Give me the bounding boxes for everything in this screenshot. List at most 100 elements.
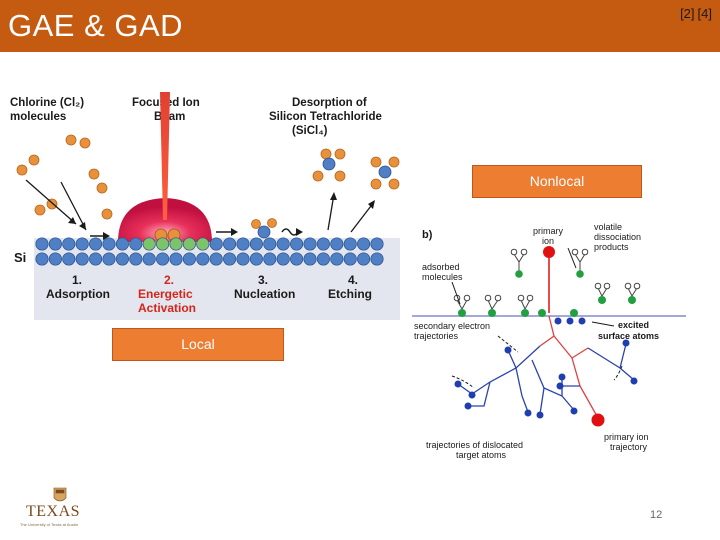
- silicon-atom: [89, 237, 103, 251]
- dislocated-label: trajectories of dislocated: [426, 440, 523, 450]
- silicon-atom: [236, 237, 250, 251]
- silicon-atom: [223, 252, 237, 266]
- desorption-label: Silicon Tetrachloride: [269, 111, 382, 123]
- silicon-atom: [290, 237, 304, 251]
- silicon-atom: [102, 237, 116, 251]
- silicon-atom: [357, 237, 371, 251]
- silicon-label: Si: [14, 250, 26, 265]
- silicon-atom: [156, 252, 170, 266]
- silicon-atom: [156, 237, 170, 251]
- desorption-label: Desorption of: [292, 97, 367, 109]
- university-seal-icon: [53, 487, 67, 502]
- silicon-atom: [169, 237, 183, 251]
- chlorine-molecules: [16, 134, 113, 231]
- silicon-atom: [129, 252, 143, 266]
- silicon-atom: [236, 252, 250, 266]
- university-logo-subtext: The University of Texas at Austin: [20, 522, 78, 527]
- desorbed-sicl4: [312, 148, 400, 233]
- adsorbed-molecules: [456, 253, 638, 310]
- volatile-label: products: [594, 242, 629, 252]
- silicon-atom: [330, 237, 344, 251]
- silicon-atom: [35, 237, 49, 251]
- primary-ion-label: primary: [533, 226, 564, 236]
- excited-atoms-label: surface atoms: [598, 331, 659, 341]
- silicon-atom: [290, 252, 304, 266]
- substrate-panel: [34, 238, 400, 320]
- label-arrows: [451, 247, 615, 327]
- silicon-atom: [370, 237, 384, 251]
- svg-text:Nucleation: Nucleation: [234, 287, 295, 301]
- ion-endpoint: [591, 413, 605, 427]
- silicon-atom: [316, 252, 330, 266]
- silicon-atom: [223, 237, 237, 251]
- adsorbed-label: adsorbed: [422, 262, 460, 272]
- panel-label: b): [422, 229, 433, 241]
- reference-link[interactable]: [4]: [697, 6, 712, 21]
- silicon-atom: [196, 252, 210, 266]
- svg-text:1.: 1.: [72, 273, 82, 287]
- silicon-atom: [276, 252, 290, 266]
- svg-text:Activation: Activation: [138, 301, 196, 315]
- volatile-label: dissociation: [594, 232, 641, 242]
- nucleation-atoms: [251, 218, 277, 239]
- silicon-atom: [115, 237, 129, 251]
- silicon-atom: [75, 252, 89, 266]
- silicon-atom: [182, 237, 196, 251]
- silicon-atom: [303, 252, 317, 266]
- silicon-atom: [102, 252, 116, 266]
- silicon-atom: [263, 237, 277, 251]
- volatile-products: [515, 270, 584, 278]
- beam-label: Beam: [154, 111, 185, 123]
- svg-text:4.: 4.: [348, 273, 358, 287]
- silicon-atom: [75, 237, 89, 251]
- silicon-atom: [129, 237, 143, 251]
- silicon-atom: [343, 237, 357, 251]
- dislocated-atoms: [454, 339, 638, 419]
- reference-link[interactable]: [2]: [680, 6, 695, 21]
- excited-atoms-label: excited: [618, 320, 649, 330]
- adsorbed-label: molecules: [422, 272, 463, 282]
- university-logo-text: TEXAS: [26, 503, 81, 520]
- silicon-atom: [35, 252, 49, 266]
- ion-beam: [118, 92, 212, 242]
- primary-ion-label: ion: [542, 236, 554, 246]
- silicon-atom: [142, 252, 156, 266]
- silicon-atom: [142, 237, 156, 251]
- silicon-atom: [62, 237, 76, 251]
- page-number: 12: [650, 509, 663, 521]
- nonlocal-process-figure: b) primary ion volatile dissociation pro…: [412, 218, 686, 468]
- secondary-electron-paths: [451, 335, 623, 389]
- step-labels: 1. Adsorption 2. Energetic Activation 3.…: [46, 273, 372, 315]
- silicon-atom: [169, 252, 183, 266]
- silicon-atom: [48, 252, 62, 266]
- ion-trajectory-label: trajectory: [610, 442, 648, 452]
- red-cascade: [539, 315, 599, 419]
- svg-text:Adsorption: Adsorption: [46, 287, 110, 301]
- svg-text:2.: 2.: [164, 273, 174, 287]
- surface-atoms: [458, 296, 636, 325]
- silicon-atom: [89, 252, 103, 266]
- chlorine-label: molecules: [10, 111, 66, 123]
- silicon-atom: [196, 237, 210, 251]
- silicon-atom: [263, 252, 277, 266]
- svg-text:Energetic: Energetic: [138, 287, 193, 301]
- svg-text:Etching: Etching: [328, 287, 372, 301]
- secondary-electron-label: trajectories: [414, 331, 459, 341]
- silicon-atom: [370, 252, 384, 266]
- silicon-atom: [343, 252, 357, 266]
- fib-etching-figure: Chlorine (Cl₂) molecules Focused Ion Bea…: [6, 92, 410, 320]
- silicon-atom: [316, 237, 330, 251]
- svg-text:3.: 3.: [258, 273, 268, 287]
- silicon-atom: [249, 252, 263, 266]
- silicon-atom: [209, 237, 223, 251]
- silicon-atom: [357, 252, 371, 266]
- nonlocal-callout: Nonlocal: [472, 165, 642, 198]
- silicon-atom: [209, 252, 223, 266]
- silicon-atom: [115, 252, 129, 266]
- silicon-atom: [330, 252, 344, 266]
- title-bar: GAE & GAD [2][4]: [0, 0, 720, 52]
- ion-trajectory-label: primary ion: [604, 432, 649, 442]
- blue-cascade: [457, 343, 635, 415]
- silicon-atom: [303, 237, 317, 251]
- silicon-atom: [276, 237, 290, 251]
